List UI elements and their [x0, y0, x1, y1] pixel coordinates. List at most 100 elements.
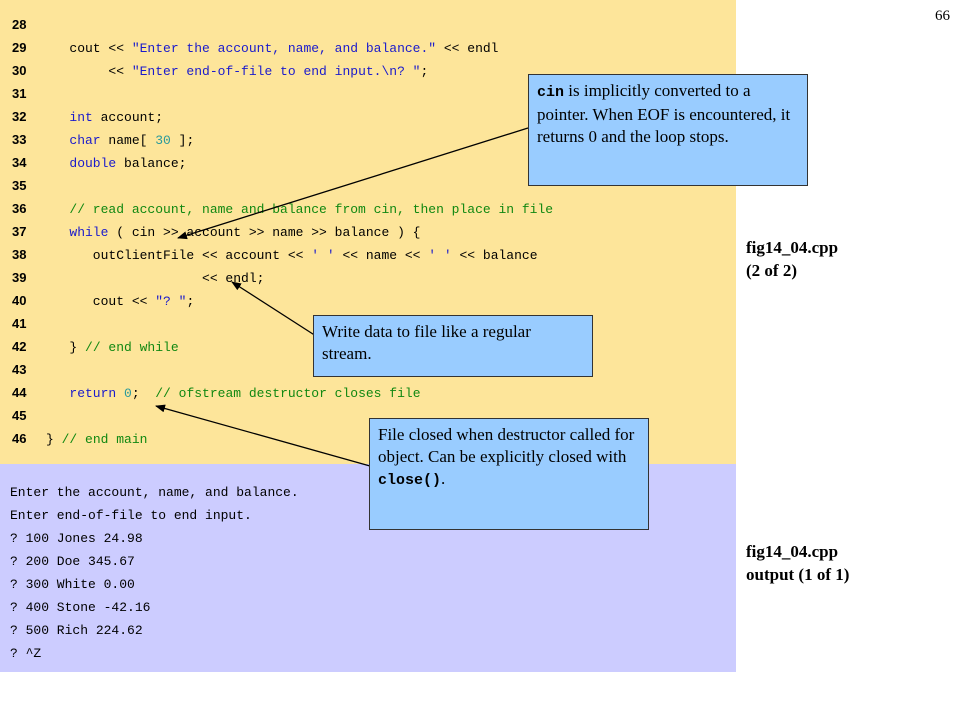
line-number: 39: [12, 270, 27, 285]
code-line: 33 char name[ 30 ];: [12, 128, 194, 151]
code-token: 30: [155, 133, 171, 148]
output-line: Enter end-of-file to end input.: [10, 508, 252, 523]
code-token: 0: [124, 386, 132, 401]
line-number: 29: [12, 40, 27, 55]
code-token: ;: [420, 64, 429, 79]
line-number: 35: [12, 178, 27, 193]
code-token: [46, 133, 69, 148]
code-file-name: fig14_04.cpp: [746, 238, 839, 257]
code-token: // end main: [61, 432, 148, 447]
code-line: 42 } // end while: [12, 335, 179, 358]
callout-close-tail: .: [441, 469, 446, 488]
code-token: int: [69, 110, 93, 125]
code-line: 38 outClientFile << account << ' ' << na…: [12, 243, 538, 266]
code-token: [116, 386, 124, 401]
callout-write: Write data to file like a regular stream…: [313, 315, 593, 377]
callout-cin: cin is implicitly converted to a pointer…: [528, 74, 808, 186]
code-token: cout <<: [46, 41, 132, 56]
code-token: "Enter end-of-file to end input.\n? ": [131, 64, 421, 79]
code-token: // read account, name and balance from c…: [69, 202, 554, 217]
code-token: "? ": [155, 294, 187, 309]
code-token: [46, 386, 69, 401]
line-number: 38: [12, 247, 27, 262]
line-number: 43: [12, 362, 27, 377]
output-line: ? 300 White 0.00: [10, 577, 135, 592]
output-line: ? 200 Doe 345.67: [10, 554, 135, 569]
code-token: << name <<: [334, 248, 429, 263]
code-token: << endl: [436, 41, 499, 56]
output-file-name: fig14_04.cpp: [746, 542, 839, 561]
code-line: 34 double balance;: [12, 151, 186, 174]
code-file-part: (2 of 2): [746, 261, 797, 280]
code-line: 39 << endl;: [12, 266, 264, 289]
code-line: 46} // end main: [12, 427, 147, 450]
code-token: double: [69, 156, 117, 171]
line-number: 36: [12, 201, 27, 216]
callout-cin-code: cin: [537, 84, 565, 101]
code-token: << balance: [451, 248, 538, 263]
code-line: 43: [12, 358, 46, 381]
callout-cin-text: is implicitly converted to a pointer. Wh…: [537, 81, 791, 146]
code-line: 41: [12, 312, 46, 335]
line-number: 32: [12, 109, 27, 124]
line-number: 44: [12, 385, 27, 400]
output-line: ? 100 Jones 24.98: [10, 531, 143, 546]
line-number: 28: [12, 17, 27, 32]
output-line: ? ^Z: [10, 646, 42, 661]
code-line: 44 return 0; // ofstream destructor clos…: [12, 381, 421, 404]
line-number: 40: [12, 293, 27, 308]
line-number: 37: [12, 224, 27, 239]
code-token: [46, 156, 69, 171]
output-line: Enter the account, name, and balance.: [10, 485, 299, 500]
output-line: ? 400 Stone -42.16: [10, 600, 151, 615]
code-token: <<: [46, 64, 132, 79]
code-token: }: [46, 340, 86, 355]
code-token: ];: [170, 133, 195, 148]
line-number: 31: [12, 86, 27, 101]
output-line: ? 500 Rich 224.62: [10, 623, 143, 638]
callout-close: File closed when destructor called for o…: [369, 418, 649, 530]
code-token: [46, 110, 69, 125]
code-token: while: [69, 225, 109, 240]
line-number: 34: [12, 155, 27, 170]
callout-close-code: close(): [378, 472, 442, 489]
line-number: 30: [12, 63, 27, 78]
code-token: account;: [92, 110, 164, 125]
code-token: ( cin >> account >> name >> balance ) {: [108, 225, 421, 240]
code-line: 29 cout << "Enter the account, name, and…: [12, 36, 499, 59]
code-token: "Enter the account, name, and balance.": [131, 41, 437, 56]
code-token: ' ': [428, 248, 452, 263]
code-line: 35: [12, 174, 46, 197]
code-token: ' ': [311, 248, 335, 263]
code-line: 36 // read account, name and balance fro…: [12, 197, 553, 220]
code-line: 28: [12, 13, 46, 36]
code-line: 45: [12, 404, 46, 427]
line-number: 45: [12, 408, 27, 423]
page-number: 66: [935, 8, 950, 24]
line-number: 41: [12, 316, 27, 331]
code-token: name[: [100, 133, 156, 148]
code-token: ;: [131, 386, 156, 401]
line-number: 42: [12, 339, 27, 354]
code-file-label: fig14_04.cpp (2 of 2): [746, 236, 838, 282]
line-number: 33: [12, 132, 27, 147]
code-panel: 28 29 cout << "Enter the account, name, a…: [0, 0, 736, 464]
code-token: // ofstream destructor closes file: [155, 386, 421, 401]
code-token: char: [69, 133, 101, 148]
code-token: cout <<: [46, 294, 156, 309]
code-token: return: [69, 386, 117, 401]
callout-close-text: File closed when destructor called for o…: [378, 425, 635, 466]
code-line: 32 int account;: [12, 105, 163, 128]
code-token: ;: [186, 294, 195, 309]
code-line: 40 cout << "? ";: [12, 289, 194, 312]
code-token: outClientFile << account <<: [46, 248, 312, 263]
output-file-label: fig14_04.cpp output (1 of 1): [746, 540, 849, 586]
code-token: [46, 202, 69, 217]
output-file-part: output (1 of 1): [746, 565, 850, 584]
callout-write-text: Write data to file like a regular stream…: [322, 322, 531, 363]
code-line: 31: [12, 82, 46, 105]
code-line: 37 while ( cin >> account >> name >> bal…: [12, 220, 420, 243]
code-token: balance;: [116, 156, 187, 171]
line-number: 46: [12, 431, 27, 446]
code-token: // end while: [85, 340, 179, 355]
